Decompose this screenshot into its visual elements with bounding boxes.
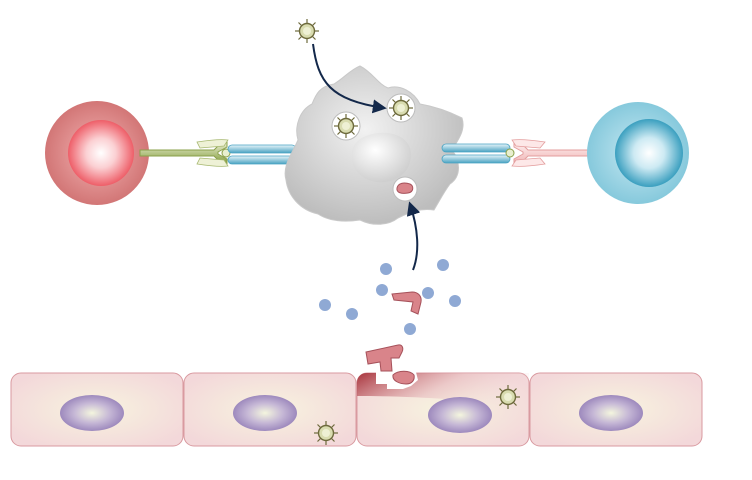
antigen-dot-icon xyxy=(422,287,434,299)
left-mhc-receptor xyxy=(227,144,297,165)
epithelial-nucleus xyxy=(579,395,643,431)
antigen-cluster xyxy=(319,259,461,335)
antigen-dot-icon xyxy=(437,259,449,271)
epithelial-nucleus xyxy=(60,395,124,431)
antigen-dot-icon xyxy=(404,323,416,335)
apc-nucleus xyxy=(351,132,411,183)
antigen-dot-icon xyxy=(319,299,331,311)
virus-icon xyxy=(388,95,414,121)
red-cell-nucleus xyxy=(68,120,134,186)
virus-icon xyxy=(495,384,521,410)
virus-icon xyxy=(294,18,320,44)
epithelial-nucleus xyxy=(233,395,297,431)
antigen-dot-icon xyxy=(380,263,392,275)
fragment-uptake-arrow xyxy=(406,201,421,271)
uptake-arrow xyxy=(312,43,387,114)
protein-fragment-icon xyxy=(392,370,415,385)
antigen-dot-icon xyxy=(346,308,358,320)
protein-fragment-icon xyxy=(365,344,404,372)
protein-fragment-icon xyxy=(396,182,414,194)
antigen-dot-icon xyxy=(449,295,461,307)
antigen-presenting-cell xyxy=(284,65,464,225)
antigen-dot-icon xyxy=(376,284,388,296)
left-lymphocyte xyxy=(45,101,149,205)
green-receptor xyxy=(139,139,231,167)
epithelium xyxy=(10,372,703,447)
epithelial-nucleus xyxy=(428,397,492,433)
virus-icon xyxy=(333,113,359,139)
virus-icon xyxy=(313,420,339,446)
protein-fragment-icon xyxy=(391,291,422,315)
pink-receptor xyxy=(505,139,599,167)
blue-cell-nucleus xyxy=(615,119,683,187)
right-mhc-receptor xyxy=(441,143,511,164)
right-lymphocyte xyxy=(587,102,689,204)
